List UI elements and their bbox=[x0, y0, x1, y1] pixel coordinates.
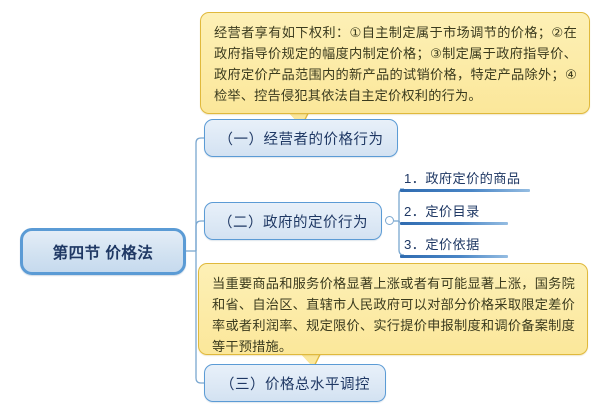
branch-node-1[interactable]: （一）经营者的价格行为 bbox=[204, 119, 398, 157]
root-node-label: 第四节 价格法 bbox=[52, 244, 154, 262]
leaf-node-1-label: 1．政府定价的商品 bbox=[404, 171, 521, 186]
callout-note-1[interactable]: 经营者享有如下权利：①自主制定属于市场调节的价格；②在政府指导价规定的幅度内制定… bbox=[200, 12, 590, 114]
callout-note-1-text: 经营者享有如下权利：①自主制定属于市场调节的价格；②在政府指导价规定的幅度内制定… bbox=[214, 25, 577, 103]
connector-root-to-branch-2 bbox=[195, 220, 204, 251]
callout-2-tail bbox=[300, 353, 320, 367]
leaf-node-1[interactable]: 1．政府定价的商品 bbox=[404, 170, 544, 189]
callout-note-2[interactable]: 当重要商品和服务价格显著上涨或者有可能显著上涨，国务院和省、自治区、直辖市人民政… bbox=[198, 263, 588, 355]
callout-note-2-text: 当重要商品和服务价格显著上涨或者有可能显著上涨，国务院和省、自治区、直辖市人民政… bbox=[212, 276, 575, 354]
branch-node-3-label: （三）价格总水平调控 bbox=[220, 376, 370, 393]
branch-node-1-label: （一）经营者的价格行为 bbox=[218, 131, 384, 148]
leaf-node-2[interactable]: 2．定价目录 bbox=[404, 203, 514, 222]
branch-node-2[interactable]: （二）政府的定价行为 bbox=[204, 202, 382, 240]
connector-root-to-branch-1 bbox=[195, 137, 204, 251]
branch-node-3[interactable]: （三）价格总水平调控 bbox=[204, 364, 386, 402]
branch-node-2-label: （二）政府的定价行为 bbox=[218, 214, 368, 231]
leaf-node-3-underline bbox=[400, 255, 508, 258]
leaf-node-3-label: 3．定价依据 bbox=[404, 237, 480, 252]
collapse-circle-icon[interactable] bbox=[385, 216, 394, 225]
root-node[interactable]: 第四节 价格法 bbox=[20, 228, 186, 275]
leaf-node-2-underline bbox=[400, 222, 508, 225]
leaf-node-2-label: 2．定价目录 bbox=[404, 204, 480, 219]
leaf-node-3[interactable]: 3．定价依据 bbox=[404, 236, 514, 255]
leaf-node-1-underline bbox=[400, 189, 530, 192]
